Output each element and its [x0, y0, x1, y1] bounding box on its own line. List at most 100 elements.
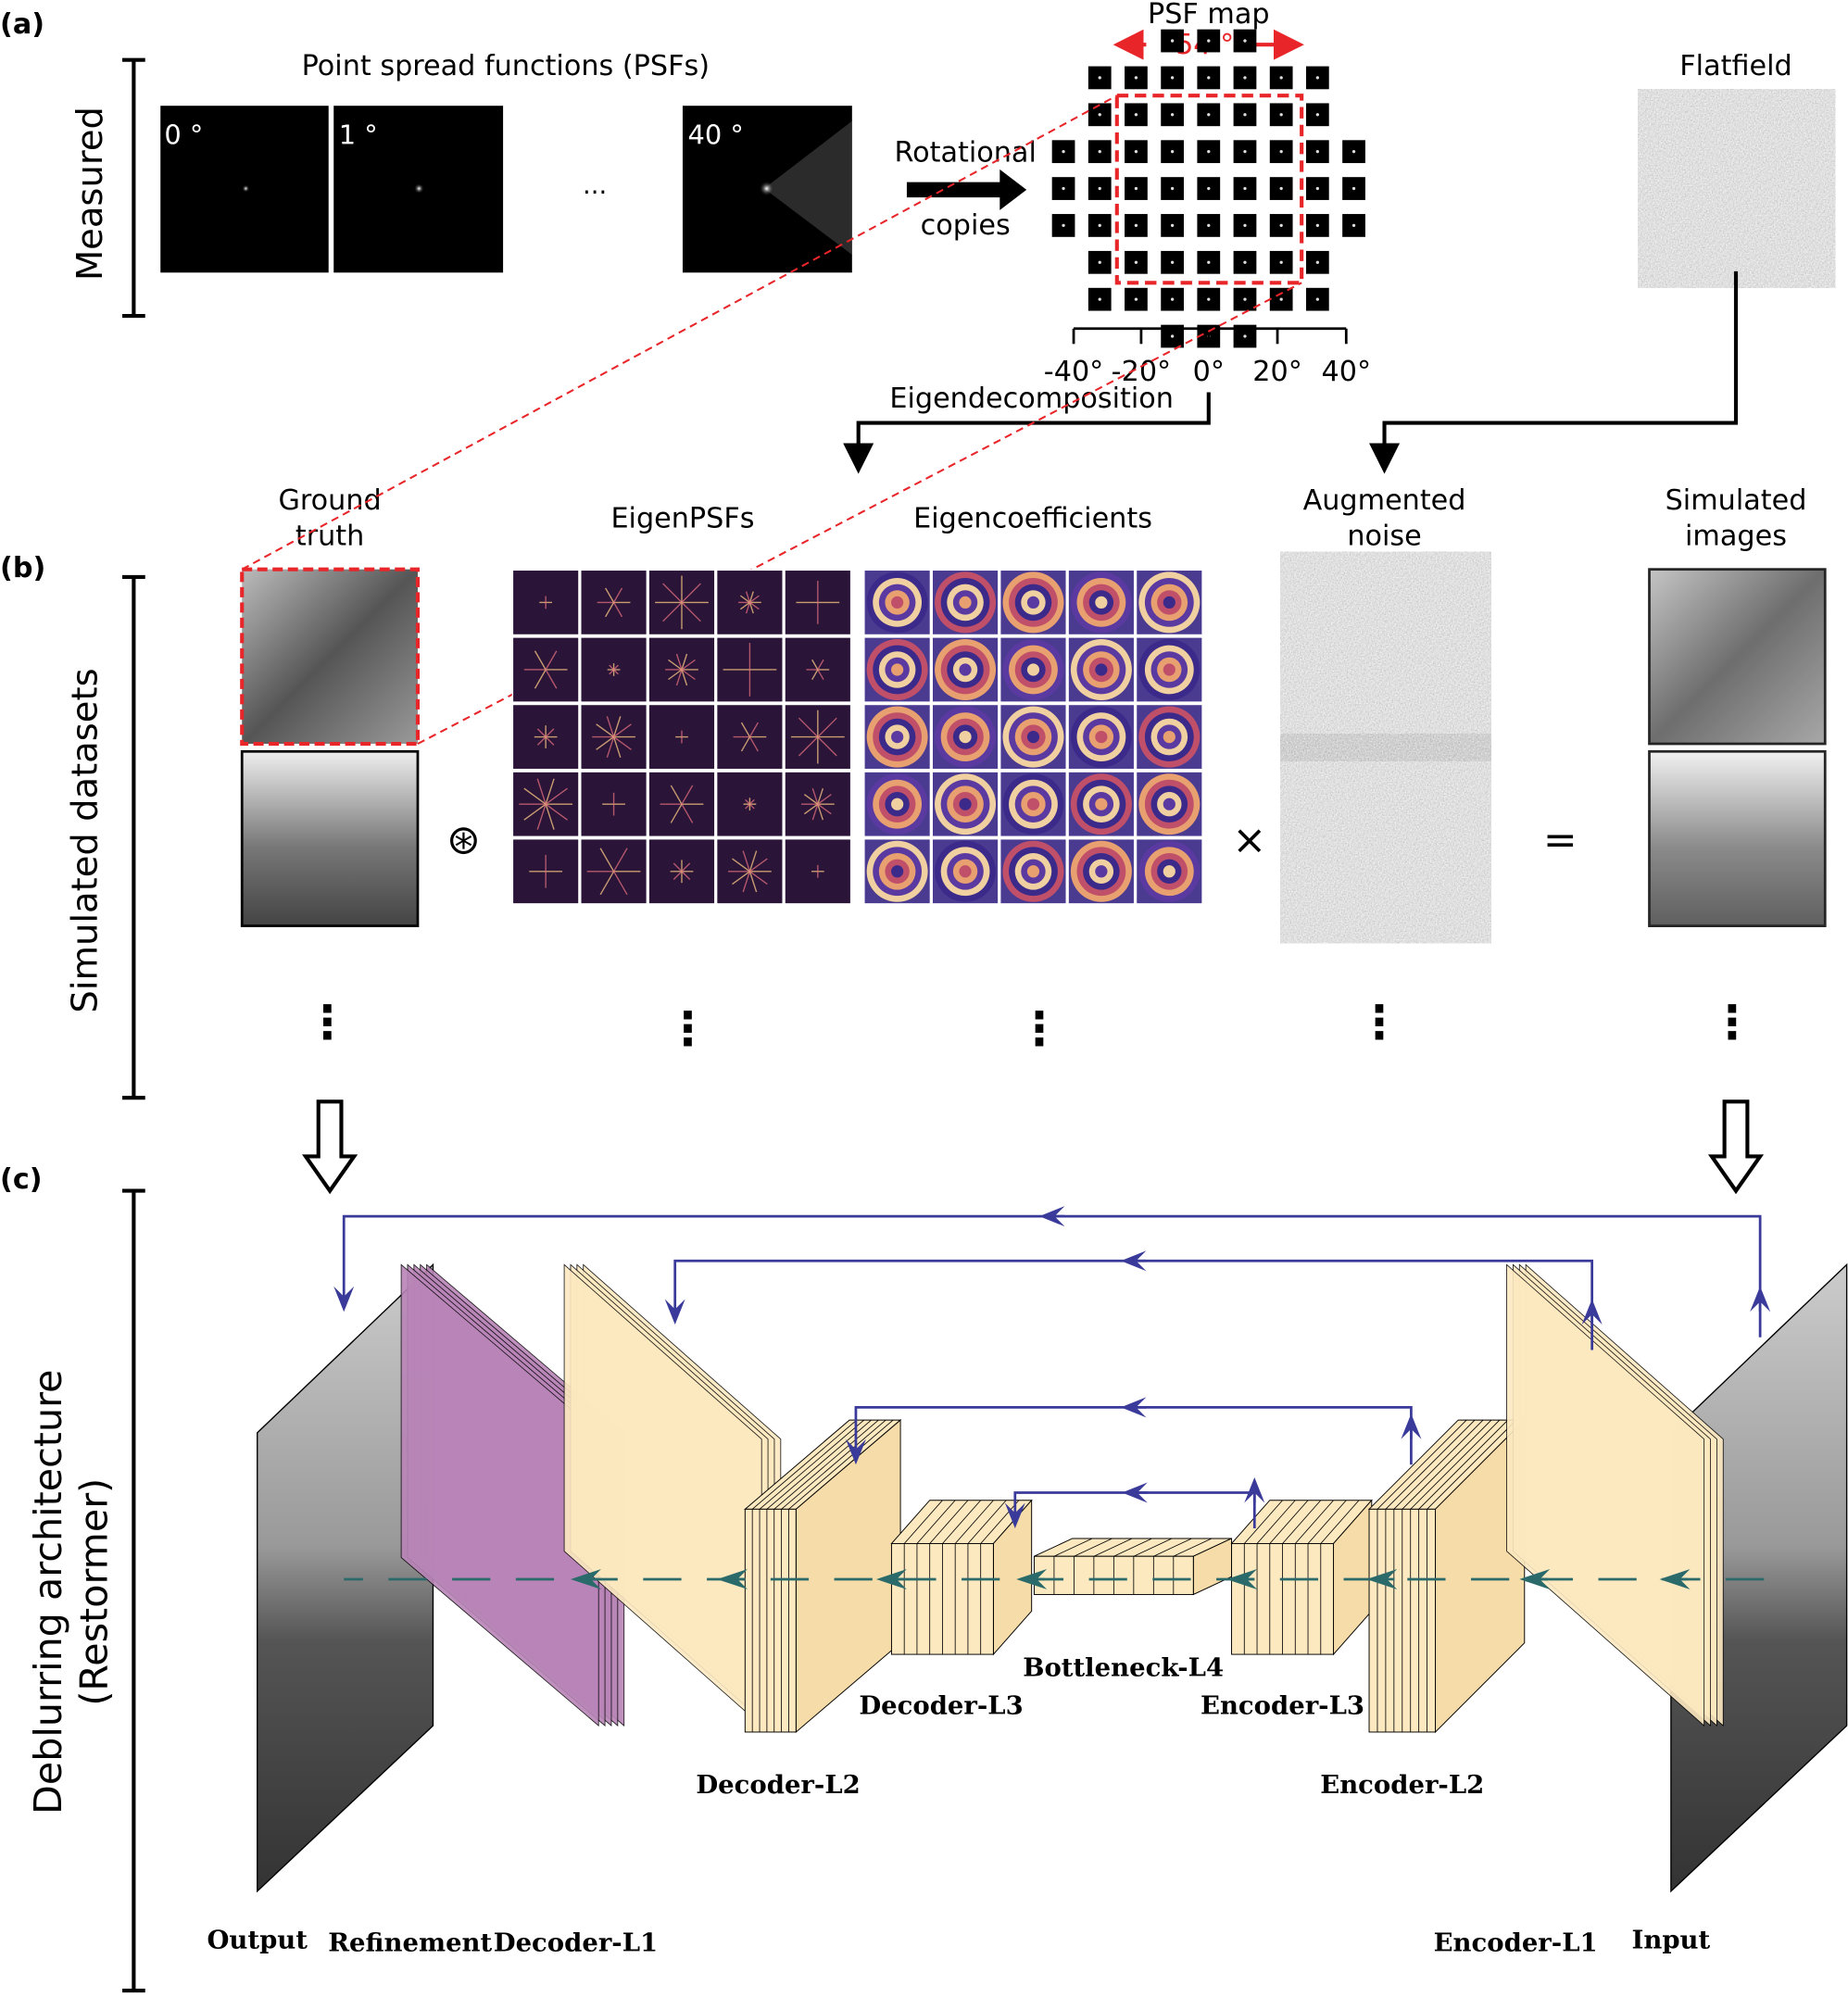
eigenpsf-ray: [745, 803, 750, 810]
eigenpsf-ray: [545, 728, 555, 738]
zoom-line: [241, 94, 1118, 571]
eigenpsf-ray: [803, 794, 819, 805]
encoder-l1-layer: [1506, 1263, 1705, 1727]
psf-map-tile-spot: [1134, 223, 1138, 228]
noise-image-2: [1296, 749, 1476, 928]
psf-map-tile-spot: [1134, 113, 1138, 117]
psf-map-tile-spot: [1315, 113, 1319, 117]
network-diagram: [257, 1206, 1848, 1893]
psf-map-tile-spot: [1243, 334, 1247, 338]
psf-map-tile-spot: [1098, 223, 1101, 228]
eigenpsf-ray: [606, 716, 615, 737]
eigenpsf-ray: [798, 736, 819, 757]
panel-label-c: (c): [0, 1163, 43, 1196]
eigencoefficient-ring: [1163, 798, 1175, 810]
vdots: ⋮: [665, 1001, 710, 1055]
eigencoefficient-ring: [891, 798, 904, 810]
eigenpsf-ray: [668, 659, 683, 671]
eigenpsf-ray: [745, 798, 750, 805]
bottleneck-block-channel: [1074, 1538, 1113, 1557]
psf-map-tile-spot: [1279, 186, 1283, 191]
axis-tick: 20°: [1252, 356, 1302, 388]
eigendecomposition-label: Eigendecomposition: [889, 383, 1174, 415]
ground-truth-image-1: [242, 569, 418, 745]
bottleneck-block-channel: [1173, 1538, 1213, 1557]
encoder-l3-block-channel: [1243, 1500, 1283, 1544]
eigencoefficient-ring: [1163, 865, 1175, 878]
eigenpsf-ray: [748, 602, 754, 614]
eigenpsf-ray: [740, 736, 751, 752]
psf-map-tile-spot: [1315, 186, 1319, 191]
eigencoefficient-ring: [1095, 596, 1108, 609]
eigencoefficient-grid: [863, 569, 1204, 906]
psf-map-tile-spot: [1062, 150, 1065, 154]
eigenpsf-ray: [749, 871, 768, 885]
psf-map-tile-spot: [1351, 223, 1356, 228]
eigencoefficient-ring: [959, 730, 972, 744]
psf-angle-1: 1 °: [339, 119, 378, 150]
eigenpsf-ray: [681, 871, 691, 881]
psf-map-tile-spot: [1062, 186, 1065, 191]
eigencoefficient-ring: [891, 730, 904, 744]
eigenpsf-ray: [670, 785, 683, 805]
psf-map-tile-spot: [1134, 186, 1138, 191]
flatfield-arrow: [1369, 270, 1739, 474]
eigenpsf-ray: [681, 583, 701, 603]
eigenpsf-ray: [545, 650, 558, 671]
eigencoefficient-ring: [891, 596, 904, 609]
eigenpsf-ray: [662, 601, 683, 622]
section-brackets: [121, 57, 145, 1993]
psf-map-tile-spot: [1315, 260, 1319, 264]
eigenpsf-ray: [681, 785, 694, 805]
eigenpsf-ray: [811, 669, 819, 681]
psf-map-tile-spot: [1170, 150, 1175, 154]
psf-title: Point spread functions (PSFs): [302, 50, 710, 82]
psf-map-tile-spot: [1170, 39, 1175, 43]
psf-map-tile-spot: [1279, 76, 1283, 80]
eigenpsf-ray: [523, 803, 547, 821]
copies-label: copies: [921, 209, 1011, 242]
eigenpsf-ray: [748, 871, 758, 893]
psf-map-tile-spot: [1098, 297, 1101, 301]
axis-tick: -40°: [1044, 356, 1104, 388]
convolution-operator: ⊛: [446, 816, 481, 863]
decoder-l2-block-channel: [751, 1419, 858, 1510]
psf-map-tile-spot: [1315, 223, 1319, 228]
decoder-l3-block-channel: [916, 1500, 956, 1544]
eigenpsf-ray: [748, 722, 759, 737]
eigenpsf-ray: [599, 871, 615, 896]
eigencoefficient-ring: [959, 663, 972, 676]
eigenpsf-ray: [739, 595, 750, 603]
psf-map-tile-spot: [1243, 76, 1247, 80]
bottleneck-block-channel: [1093, 1538, 1133, 1557]
eigencoefficient-ring: [959, 596, 972, 609]
label-input: Input: [1632, 1926, 1711, 1955]
eigenpsf-grid: [511, 569, 852, 906]
psf-map-tile-spot: [1279, 150, 1283, 154]
bottleneck-block-channel: [1133, 1538, 1173, 1557]
eigenpsf-ray: [748, 798, 755, 805]
psf-image-1: 1 °: [333, 106, 504, 273]
flatfield-image: [1653, 104, 1820, 273]
eigenpsf-ray: [817, 659, 824, 671]
eigenpsf-ray: [817, 669, 824, 681]
psf-map-tile-spot: [1243, 260, 1247, 264]
section-simulated: Simulated datasets: [64, 668, 106, 1012]
psf-ellipsis: ...: [583, 170, 607, 200]
axis-tick: 0°: [1193, 356, 1225, 388]
down-arrow-input: [1707, 1099, 1765, 1195]
eigencoefficients-header: Eigencoefficients: [913, 502, 1152, 534]
encoder-l3-block-channel: [1269, 1500, 1309, 1544]
decoder-l2-block-front: [744, 1508, 797, 1733]
eigenpsf-ray: [811, 803, 819, 821]
eigenpsfs-header: EigenPSFs: [610, 502, 754, 534]
eigenpsf-ray: [745, 602, 751, 614]
psf-map-tile-spot: [1134, 297, 1138, 301]
eigenpsf-ray: [536, 803, 547, 830]
psf-map-tile-spot: [1243, 223, 1247, 228]
eigenpsf-ray: [817, 803, 832, 815]
psf-map-tile-spot: [1098, 76, 1101, 80]
eigencoefficient-ring: [1026, 730, 1040, 744]
psf-map-tile-spot: [1170, 186, 1175, 191]
